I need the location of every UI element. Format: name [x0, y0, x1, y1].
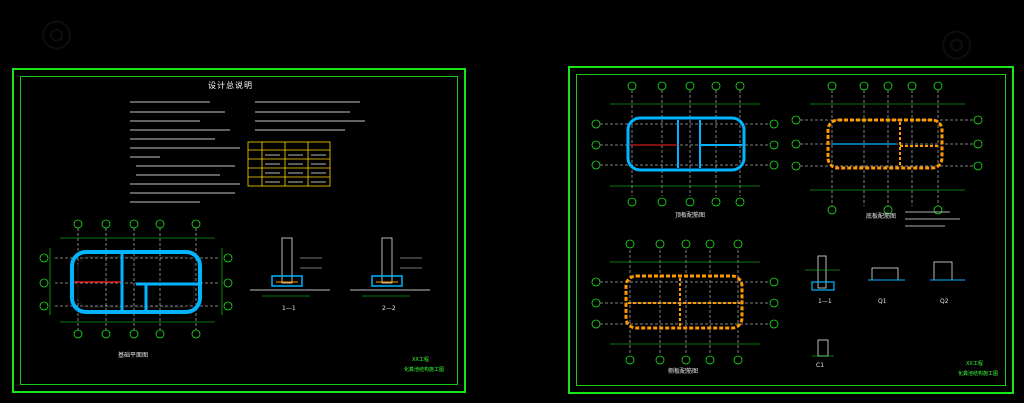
section-2-2 — [350, 237, 430, 297]
roof-slab-caption: 顶板配筋图 — [675, 212, 706, 219]
foundation-plan-left — [39, 219, 233, 339]
bottom-slab-plan — [791, 81, 983, 227]
rebar-table — [247, 141, 331, 187]
section-2-label: 2—2 — [382, 305, 396, 312]
roof-slab-plan — [591, 81, 779, 207]
watermark-right: ◎ — [940, 20, 974, 64]
title-block-right-line2: 化粪池结构施工图 — [958, 371, 999, 377]
detail-1-label: 1—1 — [818, 298, 832, 305]
title-block-left-line2: 化粪池结构施工图 — [404, 367, 445, 373]
title-block-right-line1: XX工程 — [966, 361, 983, 367]
title-block-left-line1: XX工程 — [412, 357, 429, 363]
design-notes-title: 设计总说明 — [208, 81, 253, 90]
section-1-label: 1—1 — [282, 305, 296, 312]
design-notes — [130, 101, 365, 203]
detail-c1-label: C1 — [816, 362, 825, 369]
section-1-1 — [250, 237, 330, 297]
foundation-plan-caption: 基础平面图 — [118, 352, 149, 359]
side-wall-caption: 侧板配筋图 — [668, 368, 699, 375]
drawing-sheet-left — [12, 68, 466, 393]
drawing-sheet-right — [568, 66, 1014, 394]
detail-q2-label: Q2 — [940, 298, 949, 305]
bottom-slab-caption: 底板配筋图 — [866, 213, 897, 220]
watermark-left: ◎ — [40, 10, 74, 54]
detail-q1-label: Q1 — [878, 298, 887, 305]
side-wall-plan — [591, 239, 779, 365]
detail-drawings — [805, 255, 965, 357]
